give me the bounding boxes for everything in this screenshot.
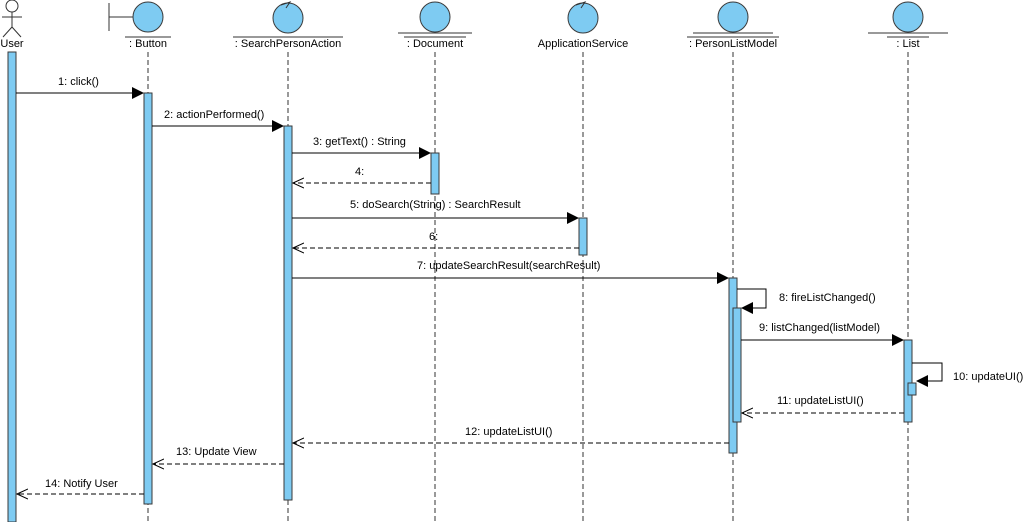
- entity-document[interactable]: : Document: [398, 1, 472, 50]
- message-label-11: 11: updateListUI(): [777, 395, 864, 407]
- message-label-9: 9: listChanged(listModel): [759, 322, 880, 334]
- activation-list[interactable]: [903, 339, 913, 423]
- control-application-service[interactable]: ApplicationService: [538, 1, 629, 50]
- participant-label-document: : Document: [407, 38, 463, 50]
- actor-user[interactable]: User: [0, 0, 24, 50]
- participant-label-list: : List: [896, 38, 919, 50]
- participant-label-person-list-model: : PersonListModel: [689, 38, 777, 50]
- activation-application-service[interactable]: [578, 217, 588, 256]
- message-label-10: 10: updateUI(): [953, 371, 1023, 383]
- message-label-1: 1: click(): [58, 76, 99, 88]
- participant-label-application-service: ApplicationService: [538, 38, 629, 50]
- participant-label-button: : Button: [129, 38, 167, 50]
- message-label-2: 2: actionPerformed(): [164, 109, 264, 121]
- activation-list-nested[interactable]: [907, 382, 917, 396]
- message-label-3: 3: getText() : String: [313, 136, 406, 148]
- message-label-7: 7: updateSearchResult(searchResult): [417, 260, 600, 272]
- activation-search-person-action[interactable]: [283, 125, 293, 501]
- message-label-5: 5: doSearch(String) : SearchResult: [350, 199, 521, 211]
- message-label-14: 14: Notify User: [45, 478, 118, 490]
- control-search-person-action[interactable]: : SearchPersonAction: [233, 1, 343, 50]
- message-arrow-8[interactable]: [737, 288, 767, 314]
- activation-document[interactable]: [430, 152, 440, 195]
- boundary-button[interactable]: : Button: [108, 1, 171, 50]
- activation-user[interactable]: [7, 51, 17, 522]
- participant-label-search-person-action: : SearchPersonAction: [235, 38, 341, 50]
- participant-label-user: User: [0, 38, 24, 50]
- message-label-4: 4:: [355, 166, 364, 178]
- entity-person-list-model[interactable]: : PersonListModel: [687, 1, 779, 50]
- activation-person-list-model-nested[interactable]: [732, 307, 742, 423]
- message-label-13: 13: Update View: [176, 446, 257, 458]
- message-label-6: 6:: [429, 231, 438, 243]
- entity-list[interactable]: : List: [868, 1, 948, 50]
- message-arrow-10[interactable]: [912, 362, 943, 387]
- activation-button[interactable]: [143, 92, 153, 505]
- message-label-12: 12: updateListUI(): [465, 426, 552, 438]
- message-label-8: 8: fireListChanged(): [779, 292, 876, 304]
